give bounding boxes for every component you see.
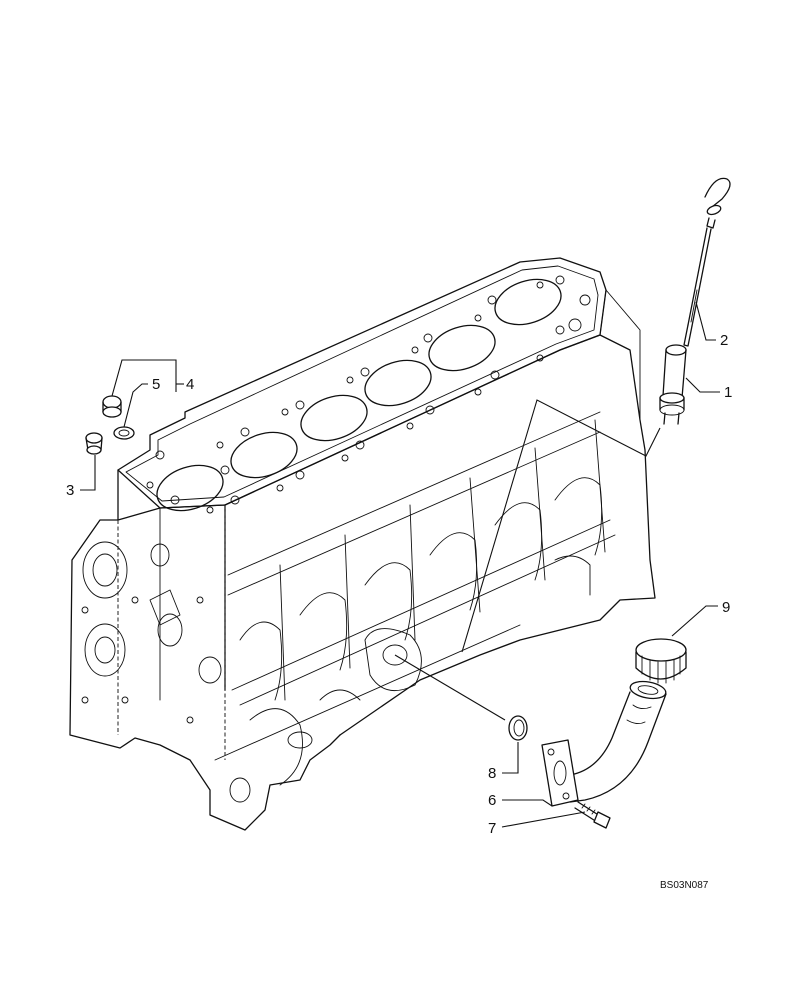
callout-1: 1: [724, 384, 732, 401]
reference-code: BS03N087: [660, 880, 709, 891]
filler-neck-elbow: [541, 680, 667, 807]
dipstick-tube: [659, 344, 687, 425]
leader-lines: [80, 301, 720, 828]
o-ring: [508, 715, 528, 741]
plug-with-washer: [102, 395, 135, 440]
callout-7: 7: [488, 820, 496, 837]
callout-5: 5: [152, 376, 160, 393]
filler-cap: [635, 638, 687, 684]
dipstick: [683, 177, 731, 347]
callout-4: 4: [186, 376, 194, 393]
engine-block: [69, 257, 656, 831]
callout-8: 8: [488, 765, 496, 782]
callout-2: 2: [720, 332, 728, 349]
callout-9: 9: [722, 599, 730, 616]
callout-3: 3: [66, 482, 74, 499]
bolt: [574, 801, 611, 829]
callout-6: 6: [488, 792, 496, 809]
assembly-lines: [394, 399, 661, 721]
core-plug: [85, 432, 103, 455]
